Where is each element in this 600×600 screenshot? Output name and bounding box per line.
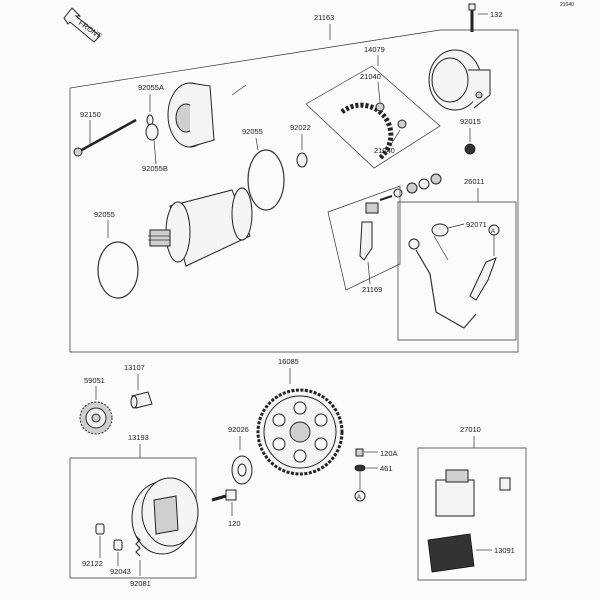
cover-13091-part (427, 533, 475, 573)
part-92150-label: 92150 (80, 110, 101, 119)
clutch-group-outline (69, 457, 197, 579)
washer-92022-part (296, 152, 308, 168)
part-92055b-label: 92055 (94, 210, 115, 219)
part-92055B-label: 92055B (142, 164, 168, 173)
pin-92122-part (95, 523, 105, 535)
part-92015-label: 92015 (460, 117, 481, 126)
brush-plate-part (340, 102, 407, 160)
part-92071-label: 92071 (466, 220, 487, 229)
corner-code: 21040 (560, 2, 574, 8)
part-14079-label: 14079 (364, 45, 385, 54)
pin-92043-part (113, 539, 123, 551)
oring-92055-lower-part (97, 241, 139, 299)
part-120A-label: 120A (380, 449, 398, 458)
nut-92015-part (464, 143, 476, 155)
part-13091-label: 13091 (494, 546, 515, 555)
shaft-13107-part (130, 391, 153, 409)
oring-92055A-part (146, 114, 154, 126)
gear-59051-part (79, 401, 113, 435)
part-21040a-label: 21040 (360, 72, 381, 81)
washer-461-part (354, 464, 366, 472)
washer-92026-part (231, 455, 253, 485)
part-92081-label: 92081 (130, 579, 151, 588)
part-461-label: 461 (380, 464, 393, 473)
yoke-part (148, 187, 253, 267)
part-16085-label: 16085 (278, 357, 299, 366)
cable-26011-part (408, 223, 497, 329)
bolt-92150-part (73, 118, 137, 157)
ref-marker-a-lower-label: A (357, 495, 361, 501)
part-92055A-label: 92055A (138, 83, 164, 92)
brush-plate-outline (305, 65, 441, 169)
part-92122-label: 92122 (82, 559, 103, 568)
oring-92055B-part (145, 123, 159, 141)
part-132-label: 132 (490, 10, 503, 19)
front-arrow-icon: FRONT (63, 7, 104, 43)
part-59051-label: 59051 (84, 376, 105, 385)
bolt-120-part (211, 489, 237, 502)
part-21040b-label: 21040 (374, 146, 395, 155)
part-120-label: 120 (228, 519, 241, 528)
part-21169-label: 21169 (362, 285, 382, 294)
part-92043-label: 92043 (110, 567, 131, 576)
part-92022-label: 92022 (290, 123, 311, 132)
spring-92081-part (135, 535, 141, 557)
part-13107-label: 13107 (124, 363, 145, 372)
part-13193-label: 13193 (128, 433, 149, 442)
clutch-13193-part (131, 477, 199, 555)
terminal-box-outline (327, 185, 401, 291)
bolt-132-part (468, 3, 476, 32)
end-cover-part (428, 49, 491, 111)
oring-92055-upper-part (247, 149, 285, 211)
part-27010-label: 27010 (460, 425, 481, 434)
ref-marker-a-lower (354, 490, 366, 502)
front-cover-part (167, 82, 215, 148)
ref-marker-a-upper-label: A (491, 229, 495, 235)
screw-120A-part (355, 448, 364, 457)
part-92026-label: 92026 (228, 425, 249, 434)
sprocket-16085-part (256, 388, 344, 476)
relay-27010-part (435, 469, 511, 517)
terminal-21169-part (359, 202, 379, 261)
part-92055a-label: 92055 (242, 127, 263, 136)
starter-group-outline (69, 29, 519, 353)
cable-box-outline (397, 201, 517, 341)
part-26011-label: 26011 (464, 177, 484, 186)
part-21163-label: 21163 (314, 13, 334, 22)
terminal-hardware-part (379, 173, 442, 201)
relay-box-outline (417, 447, 527, 581)
